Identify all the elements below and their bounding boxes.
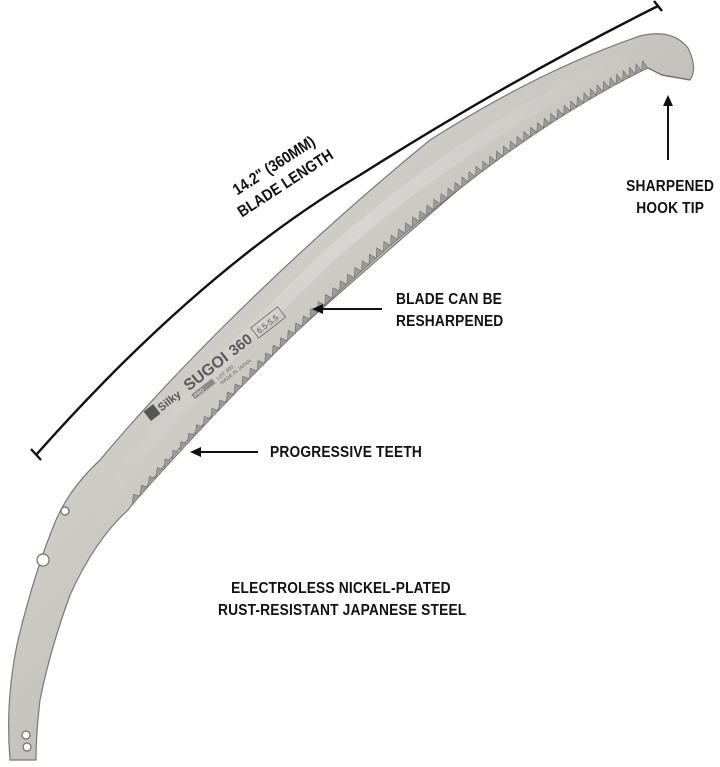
saw-tooth — [331, 287, 341, 299]
saw-tooth — [418, 210, 427, 222]
saw-tooth — [139, 484, 149, 497]
material-line1: ELECTROLESS NICKEL-PLATED — [231, 580, 451, 597]
saw-teeth — [131, 59, 649, 506]
saw-tooth — [346, 273, 355, 286]
saw-tooth — [447, 187, 456, 199]
saw-tooth — [589, 88, 598, 100]
material-callout: ELECTROLESS NICKEL-PLATED RUST-RESISTANT… — [218, 578, 467, 622]
pro-mark-box — [191, 378, 216, 400]
teeth-callout: PROGRESSIVE TEETH — [270, 442, 422, 464]
mounting-holes — [21, 506, 70, 752]
saw-tooth — [433, 198, 442, 211]
saw-tooth — [249, 367, 258, 380]
saw-tooth — [529, 126, 538, 138]
saw-tooth — [495, 150, 504, 162]
saw-tooth — [368, 253, 377, 266]
saw-tooth — [279, 337, 288, 350]
callout-arrows — [190, 95, 673, 457]
resharpen-line2: RESHARPENED — [396, 313, 504, 330]
saw-tooth — [233, 383, 243, 396]
saw-tooth — [482, 160, 490, 173]
saw-tooth — [147, 476, 157, 489]
teeth-label: PROGRESSIVE TEETH — [270, 444, 423, 461]
blade-length-dimension — [30, 0, 663, 461]
saw-tooth — [468, 171, 477, 183]
saw-tooth — [397, 228, 406, 241]
saw-tooth — [225, 391, 235, 404]
mounting-hole — [21, 730, 31, 740]
resharpen-line1: BLADE CAN BE — [396, 291, 503, 308]
hook-tip-arrow — [663, 95, 673, 160]
saw-tooth — [641, 59, 649, 72]
saw-tooth — [576, 96, 584, 108]
saw-tooth — [461, 176, 470, 188]
saw-tooth — [187, 432, 196, 445]
saw-blade — [8, 33, 695, 761]
saw-tooth — [622, 69, 630, 82]
saw-tooth — [426, 204, 434, 217]
saw-tooth — [256, 360, 266, 372]
saw-tooth — [602, 80, 611, 93]
saw-tooth — [570, 100, 578, 112]
saw-tooth — [536, 121, 545, 134]
saw-tooth — [411, 216, 420, 228]
saw-tooth — [339, 280, 348, 292]
saw-tooth — [502, 145, 511, 157]
saw-tooth — [202, 416, 212, 428]
saw-tooth — [475, 165, 483, 178]
mounting-hole — [36, 553, 50, 567]
saw-tooth — [628, 66, 636, 79]
saw-tooth — [523, 131, 531, 143]
saw-tooth — [583, 92, 591, 104]
hook-tip-line1: SHARPENED — [626, 178, 715, 195]
saw-tooth — [550, 112, 558, 125]
saw-tooth — [390, 234, 399, 247]
hook-tip-callout: SHARPENED HOOK TIP — [622, 176, 718, 220]
saw-tooth — [516, 135, 524, 148]
saw-tooth — [171, 449, 181, 462]
saw-tooth — [309, 308, 318, 320]
saw-tooth — [241, 375, 250, 388]
mounting-hole — [60, 506, 70, 516]
saw-tooth — [454, 181, 463, 194]
saw-tooth — [218, 399, 227, 412]
saw-tooth — [404, 222, 413, 234]
saw-tooth — [563, 104, 571, 116]
saw-tooth — [294, 322, 303, 335]
saw-tooth — [179, 441, 188, 454]
brand-logo-icon — [143, 404, 161, 421]
saw-tooth — [634, 63, 643, 75]
material-line2: RUST-RESISTANT JAPANESE STEEL — [218, 602, 467, 619]
saw-tooth — [324, 294, 333, 306]
teeth-arrow — [190, 447, 258, 457]
hook-tip-line2: HOOK TIP — [636, 200, 705, 217]
saw-tooth — [375, 247, 384, 259]
saw-tooth — [194, 424, 204, 437]
saw-tooth — [271, 344, 281, 357]
saw-tooth — [543, 117, 551, 129]
saw-tooth — [361, 260, 370, 272]
saw-tooth — [489, 155, 497, 167]
saw-tooth — [163, 458, 173, 471]
saw-tooth — [596, 84, 604, 97]
saw-tooth — [131, 493, 141, 506]
saw-tooth — [264, 352, 273, 365]
saw-tooth — [556, 108, 565, 121]
pro-mark: PRO — [193, 387, 205, 398]
saw-tooth — [155, 467, 165, 480]
resharpen-callout: BLADE CAN BE RESHARPENED — [396, 289, 503, 333]
saw-tooth — [383, 241, 392, 253]
saw-tooth — [609, 77, 617, 89]
saw-tooth — [440, 193, 449, 205]
saw-tooth — [509, 140, 518, 153]
saw-tooth — [302, 315, 311, 328]
saw-tooth — [615, 73, 623, 86]
saw-tooth — [210, 407, 220, 420]
resharpen-arrow — [312, 304, 382, 314]
saw-tooth — [353, 266, 363, 279]
saw-tooth — [287, 329, 296, 342]
mounting-hole — [22, 742, 32, 752]
